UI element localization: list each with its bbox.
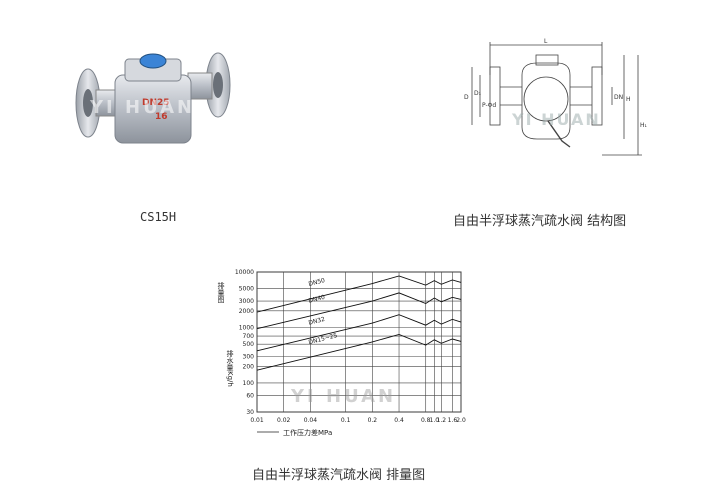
right-pipe	[187, 72, 213, 100]
x-tick-label: 0.02	[277, 417, 291, 424]
y-tick-label: 100	[243, 380, 255, 387]
y-tick-label: 5000	[239, 286, 254, 293]
series-label: DN32	[308, 316, 326, 327]
series-label: DN50	[308, 277, 326, 288]
drawing-right-flange	[591, 66, 603, 126]
y-tick-label: 1000	[239, 324, 254, 331]
x-tick-label: 1.0	[430, 417, 440, 424]
y-tick-label: 300	[243, 354, 255, 361]
y-tick-label: 2000	[239, 308, 254, 315]
body-marking-top: DN25	[142, 98, 170, 108]
dim-h1: H₁	[640, 122, 648, 129]
x-tick-label: 0.2	[368, 417, 378, 424]
y-tick-label: 200	[243, 363, 255, 370]
y-tick-label: 700	[243, 333, 255, 340]
x-tick-label: 0.1	[341, 417, 351, 424]
photo-watermark: YI HUAN	[89, 97, 195, 118]
y-tick-label: 60	[246, 392, 254, 399]
right-flange-bore	[213, 72, 223, 98]
steam-trap-photo: DN25 16 YI HUAN	[75, 52, 231, 144]
series-label: DN40	[308, 294, 326, 305]
dim-d: D	[464, 94, 469, 101]
x-tick-label: 0.4	[394, 417, 404, 424]
series-line	[256, 314, 462, 352]
x-tick-label: 1.6	[448, 417, 458, 424]
drawing-left-flange	[489, 66, 501, 126]
series-line	[256, 292, 462, 330]
drawing-cap	[535, 54, 559, 66]
dim-l: L	[544, 38, 548, 45]
drain-outlet	[547, 120, 571, 148]
x-axis-label: 工作压力差MPa	[283, 428, 332, 437]
product-photo: DN25 16 YI HUAN	[70, 45, 235, 155]
series-line	[256, 275, 462, 313]
structure-caption: 自由半浮球蒸汽疏水阀 结构图	[453, 214, 627, 229]
series-line	[256, 333, 462, 371]
dim-h: H	[626, 96, 631, 103]
x-tick-label: 2.0	[456, 417, 466, 424]
drawing-body	[521, 62, 571, 140]
float-ball	[523, 76, 569, 122]
chart-watermark: YI HUAN	[290, 386, 396, 407]
dim-d1: D₁	[474, 90, 482, 97]
y-tick-label: 500	[243, 341, 255, 348]
dim-dn: DN	[614, 94, 623, 101]
blue-cap	[139, 53, 167, 69]
y-axis-label: 排水量Kg/h	[226, 349, 234, 387]
y-tick-label: 30	[246, 409, 254, 416]
x-tick-label: 0.8	[421, 417, 431, 424]
photo-caption: CS15H	[140, 210, 177, 224]
chart-caption: 自由半浮球蒸汽疏水阀 排量图	[252, 468, 426, 483]
structure-diagram: L D D₁ P-Φd DN H H₁ YI HUAN	[452, 35, 652, 165]
body-marking-bottom: 16	[155, 112, 168, 122]
left-flange-bore	[83, 89, 93, 117]
y-axis-top-label: 排量图	[217, 281, 225, 304]
structure-drawing: L D D₁ P-Φd DN H H₁ YI HUAN	[464, 38, 648, 156]
y-tick-label: 3000	[239, 298, 254, 305]
x-tick-label: 0.04	[304, 417, 318, 424]
x-tick-label: 1.2	[437, 417, 447, 424]
x-tick-label: 0.01	[250, 417, 264, 424]
y-tick-label: 10000	[235, 269, 254, 276]
dim-pd: P-Φd	[482, 102, 496, 109]
diagram-watermark: YI HUAN	[511, 110, 601, 129]
